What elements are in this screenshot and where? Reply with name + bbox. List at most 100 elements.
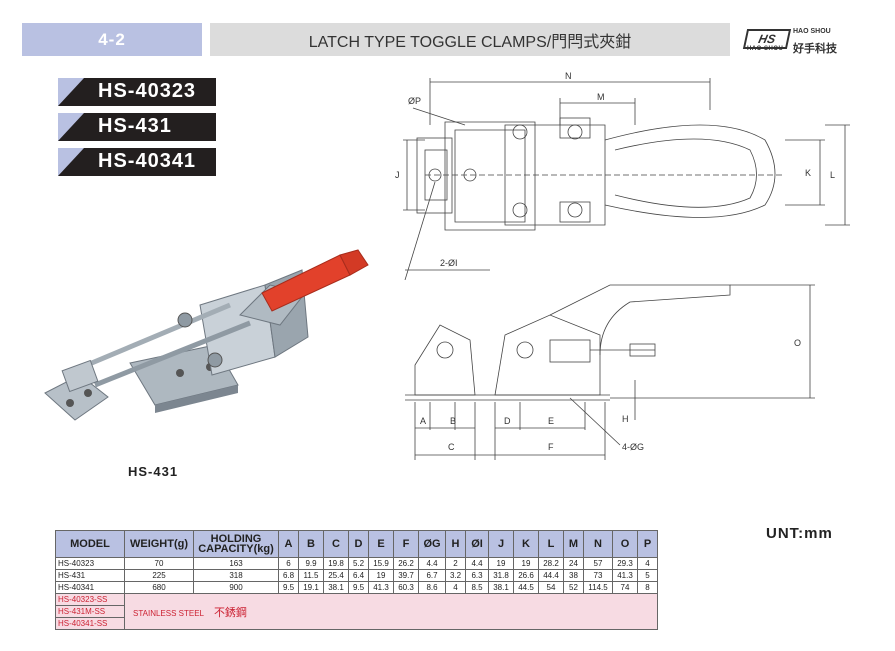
value-cell: 38 <box>563 569 584 582</box>
value-cell: 4 <box>637 557 658 570</box>
page-title-bar: LATCH TYPE TOGGLE CLAMPS/門閂式夾鉗 <box>210 23 730 56</box>
col-header: ØG <box>418 530 446 558</box>
value-cell: 44.4 <box>538 569 564 582</box>
value-cell: 6.3 <box>465 569 489 582</box>
label-n: N <box>565 71 572 81</box>
stainless-note-en: STAINLESS STEEL <box>133 608 204 618</box>
model-tag-2: HS-431 <box>58 113 216 141</box>
value-cell: 680 <box>124 581 194 594</box>
value-cell: 6.4 <box>348 569 369 582</box>
value-cell: 70 <box>124 557 194 570</box>
label-e: E <box>548 416 554 426</box>
label-l: L <box>830 170 835 180</box>
ss-model-cell: HS-40323-SS <box>55 593 125 606</box>
value-cell: 39.7 <box>393 569 419 582</box>
value-cell: 19 <box>513 557 539 570</box>
value-cell: 26.2 <box>393 557 419 570</box>
value-cell: 19.1 <box>298 581 324 594</box>
value-cell: 8.6 <box>418 581 446 594</box>
value-cell: 163 <box>193 557 279 570</box>
col-header: F <box>393 530 419 558</box>
model-cell: HS-431 <box>55 569 125 582</box>
value-cell: 9.9 <box>298 557 324 570</box>
label-p: ØP <box>408 96 421 106</box>
value-cell: 41.3 <box>368 581 394 594</box>
ss-model-cell: HS-431M-SS <box>55 605 125 618</box>
table-header-row: MODEL WEIGHT(g) HOLDING CAPACITY(kg) A B… <box>55 530 658 558</box>
col-header: A <box>278 530 299 558</box>
table-row-ss: HS-40323-SS STAINLESS STEEL 不銹鋼 <box>55 593 658 630</box>
col-header: B <box>298 530 324 558</box>
col-header: WEIGHT(g) <box>124 530 194 558</box>
side-view-drawing: A B C D E F 4-ØG H O <box>405 284 815 460</box>
table-row-ss: HS-40341-SS <box>55 617 658 630</box>
value-cell: 8 <box>637 581 658 594</box>
product-photo <box>44 249 369 421</box>
spec-table: MODEL WEIGHT(g) HOLDING CAPACITY(kg) A B… <box>55 530 658 630</box>
col-header: O <box>612 530 638 558</box>
value-cell: 19.8 <box>323 557 349 570</box>
logo-chinese: 好手科技 <box>793 43 837 55</box>
model-cell: HS-40323 <box>55 557 125 570</box>
col-header: MODEL <box>55 530 125 558</box>
label-o: O <box>794 338 801 348</box>
model-tag-label: HS-40323 <box>98 80 197 102</box>
value-cell: 54 <box>538 581 564 594</box>
ss-model-cell: HS-40341-SS <box>55 617 125 630</box>
value-cell: 6.7 <box>418 569 446 582</box>
label-d: D <box>504 416 511 426</box>
col-header: J <box>488 530 514 558</box>
label-f: F <box>548 442 554 452</box>
value-cell: 6.8 <box>278 569 299 582</box>
label-h: H <box>622 414 629 424</box>
stainless-note: STAINLESS STEEL 不銹鋼 <box>124 593 658 630</box>
value-cell: 9.5 <box>348 581 369 594</box>
value-cell: 41.3 <box>612 569 638 582</box>
model-cell: HS-40341 <box>55 581 125 594</box>
value-cell: 60.3 <box>393 581 419 594</box>
value-cell: 4.4 <box>465 557 489 570</box>
col-header: H <box>445 530 466 558</box>
value-cell: 3.2 <box>445 569 466 582</box>
value-cell: 19 <box>368 569 394 582</box>
value-cell: 57 <box>583 557 613 570</box>
section-number: 4-2 <box>22 23 202 56</box>
value-cell: 74 <box>612 581 638 594</box>
label-j: J <box>395 170 400 180</box>
col-header: ØI <box>465 530 489 558</box>
col-header: N <box>583 530 613 558</box>
model-tag-3: HS-40341 <box>58 148 216 176</box>
logo-subtext: HAO SHOU <box>747 46 784 52</box>
value-cell: 19 <box>488 557 514 570</box>
value-cell: 26.6 <box>513 569 539 582</box>
col-header: D <box>348 530 369 558</box>
value-cell: 5 <box>637 569 658 582</box>
col-header: E <box>368 530 394 558</box>
label-a: A <box>420 416 426 426</box>
model-tag-label: HS-431 <box>98 115 172 137</box>
value-cell: 73 <box>583 569 613 582</box>
col-header: L <box>538 530 564 558</box>
value-cell: 38.1 <box>488 581 514 594</box>
logo-english: HAO SHOU <box>793 28 831 35</box>
top-view-drawing: N M ØP J K L 2-ØI <box>395 71 850 280</box>
col-header: HOLDING CAPACITY(kg) <box>193 530 279 558</box>
col-header: K <box>513 530 539 558</box>
value-cell: 225 <box>124 569 194 582</box>
value-cell: 114.5 <box>583 581 613 594</box>
model-tag-1: HS-40323 <box>58 78 216 106</box>
value-cell: 52 <box>563 581 584 594</box>
value-cell: 28.2 <box>538 557 564 570</box>
brand-logo: HS HAO SHOU HAO SHOU 好手科技 <box>742 27 855 55</box>
unit-label: UNT:mm <box>766 525 833 542</box>
ss-section: HS-40323-SS STAINLESS STEEL 不銹鋼 HS-431M-… <box>55 593 658 630</box>
value-cell: 11.5 <box>298 569 324 582</box>
value-cell: 900 <box>193 581 279 594</box>
col-header: C <box>323 530 349 558</box>
value-cell: 9.5 <box>278 581 299 594</box>
value-cell: 5.2 <box>348 557 369 570</box>
label-c: C <box>448 442 455 452</box>
